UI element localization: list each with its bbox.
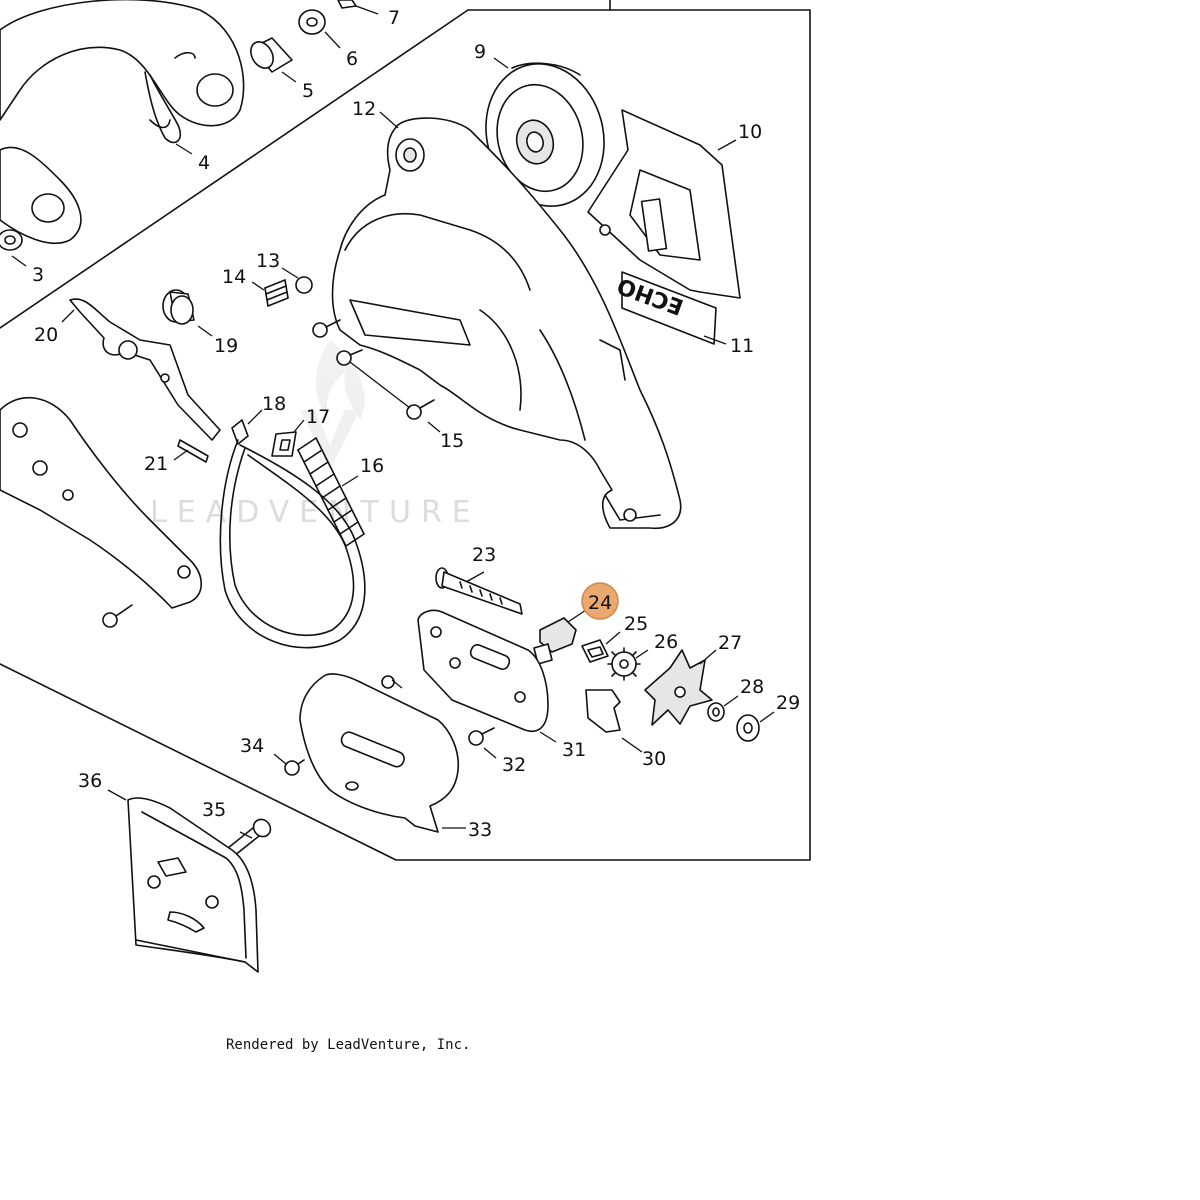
highlight-badge-24[interactable]: 24: [581, 582, 619, 620]
side-cover-plate[interactable]: [587, 109, 741, 299]
brake-band[interactable]: [219, 419, 366, 649]
plate-30[interactable]: [585, 689, 621, 733]
washer-28[interactable]: [707, 702, 725, 722]
callout-23[interactable]: 23: [472, 544, 496, 566]
brake-lever-20[interactable]: [69, 298, 221, 441]
spring-14[interactable]: [264, 279, 289, 307]
clutch-drum[interactable]: [470, 50, 619, 219]
callout-16[interactable]: 16: [360, 455, 384, 477]
callout-32[interactable]: 32: [502, 754, 526, 776]
crankcase-housing[interactable]: [331, 117, 682, 529]
collar[interactable]: [246, 37, 293, 73]
adjuster-pin-24[interactable]: [533, 617, 577, 665]
screw-32[interactable]: [381, 675, 495, 746]
adjuster-screw-23[interactable]: [435, 567, 523, 615]
callout-19[interactable]: 19: [214, 335, 238, 357]
callout-7[interactable]: 7: [388, 7, 400, 29]
rendered-by-credit: Rendered by LeadVenture, Inc.: [226, 1037, 471, 1053]
ball-13[interactable]: [295, 276, 313, 294]
watermark-text: LEADVENTURE: [150, 495, 481, 530]
callout-31[interactable]: 31: [562, 739, 586, 761]
watermark-logo: [300, 340, 365, 470]
screw-34[interactable]: [284, 759, 305, 776]
callout-12[interactable]: 12: [352, 98, 376, 120]
callout-9[interactable]: 9: [474, 41, 486, 63]
nut-25[interactable]: [581, 639, 609, 663]
callout-34[interactable]: 34: [240, 735, 264, 757]
spring-clip[interactable]: [144, 71, 182, 144]
screw-15[interactable]: [312, 319, 435, 420]
callout-18[interactable]: 18: [262, 393, 286, 415]
callout-4[interactable]: 4: [198, 152, 210, 174]
callout-30[interactable]: 30: [642, 748, 666, 770]
callout-6[interactable]: 6: [346, 48, 358, 70]
bar-cover-36[interactable]: [127, 797, 259, 973]
screw-lower-left[interactable]: [102, 604, 133, 628]
bolt-35[interactable]: [227, 816, 274, 857]
retainer-17[interactable]: [271, 431, 297, 457]
callout-15[interactable]: 15: [440, 430, 464, 452]
callout-28[interactable]: 28: [740, 676, 764, 698]
callout-24[interactable]: 24: [588, 592, 612, 614]
callout-26[interactable]: 26: [654, 631, 678, 653]
callout-11[interactable]: 11: [730, 335, 754, 357]
callout-5[interactable]: 5: [302, 80, 314, 102]
bushing-3[interactable]: [0, 229, 23, 251]
outer-cover-33[interactable]: [299, 673, 460, 833]
callout-25[interactable]: 25: [624, 613, 648, 635]
callout-35[interactable]: 35: [202, 799, 226, 821]
knob-27[interactable]: [644, 649, 713, 726]
callout-13[interactable]: 13: [256, 250, 280, 272]
callout-14[interactable]: 14: [222, 266, 246, 288]
spring-16[interactable]: [297, 437, 365, 547]
callout-33[interactable]: 33: [468, 819, 492, 841]
bolt-7[interactable]: [337, 0, 357, 9]
callout-labels: 3 4 5 6 7 9 10 11 12 13 14 15 16 17 18 1…: [32, 7, 800, 841]
washer-6[interactable]: [298, 9, 326, 35]
guide-plate-31[interactable]: [417, 609, 549, 732]
bushing-19[interactable]: [162, 289, 195, 325]
handle-bracket[interactable]: [0, 0, 245, 245]
callout-10[interactable]: 10: [738, 121, 762, 143]
pin-21[interactable]: [177, 439, 209, 463]
callout-29[interactable]: 29: [776, 692, 800, 714]
callout-20[interactable]: 20: [34, 324, 58, 346]
callout-17[interactable]: 17: [306, 406, 330, 428]
gear-26[interactable]: [607, 647, 641, 681]
bar-plate-left[interactable]: [0, 396, 203, 609]
callout-36[interactable]: 36: [78, 770, 102, 792]
callout-3[interactable]: 3: [32, 264, 44, 286]
callout-27[interactable]: 27: [718, 632, 742, 654]
washer-29[interactable]: [736, 714, 760, 742]
leader-lines: [11, 5, 775, 839]
highlight-circle: [581, 582, 619, 620]
assembly-frame: [0, 0, 811, 861]
callout-21[interactable]: 21: [144, 453, 168, 475]
